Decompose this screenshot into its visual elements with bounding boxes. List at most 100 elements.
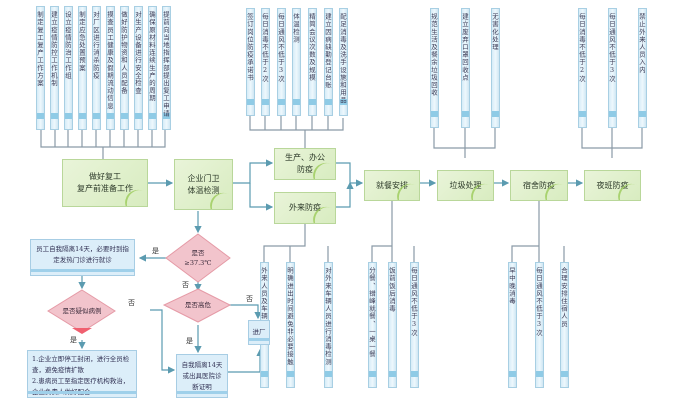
column-text: 外来人员及车辆登记: [260, 267, 268, 336]
column-band: [93, 113, 100, 119]
column-band: [536, 371, 543, 377]
column-band: [262, 99, 269, 105]
node-garbage: 垃圾处理: [437, 170, 494, 201]
info-column: 饭前饭后消毒: [388, 262, 397, 388]
node-prep: 做好复工 复产前准备工作: [62, 159, 148, 207]
info-column: 配足消毒及洗手设施和用品: [339, 8, 348, 116]
edge-label-yes-risk: 是: [186, 337, 193, 345]
info-column: 每日消毒不低于2次: [578, 8, 587, 128]
column-text: 对外来车辆人员进行消毒检测: [324, 267, 332, 366]
column-text: 建立废弃口罩回收点: [461, 13, 469, 82]
column-text: 明确进出时间避免非必要接触: [286, 267, 294, 366]
info-column: 制定应急处置预案: [78, 6, 87, 130]
column-band: [107, 113, 114, 119]
info-column: 精简会议次数及规模: [308, 8, 317, 116]
column-band: [65, 113, 72, 119]
column-band: [340, 99, 347, 105]
info-column: 确保原材料连续生产的周期: [148, 6, 157, 130]
info-column: 体温检测: [292, 8, 301, 116]
box-isolate14: 自我隔离14天或出具医院诊断证明: [176, 354, 228, 398]
info-column: 每日通风不低于3次: [535, 262, 544, 388]
info-column: 摸查员工健康及假期流动信息: [106, 6, 115, 130]
column-text: 每日消毒不低于2次: [261, 13, 269, 83]
column-text: 配足消毒及洗手设施和用品: [339, 13, 347, 105]
info-column: 签订岗位防疫承诺书: [246, 8, 255, 116]
column-text: 精简会议次数及规模: [308, 13, 316, 82]
column-band: [462, 111, 469, 117]
column-band: [287, 371, 294, 377]
column-band: [325, 371, 332, 377]
column-text: 每日通风不低于3次: [535, 267, 543, 337]
column-text: 每日通风不低于3次: [410, 267, 418, 337]
column-text: 摸查员工健康及假期流动信息: [106, 11, 114, 110]
info-column: 合理安排住宿人员: [560, 262, 569, 388]
info-column: 明确进出时间避免非必要接触: [286, 262, 295, 388]
info-column: 无害化处理: [491, 8, 500, 128]
column-text: 制定复工复产工作方案: [36, 11, 44, 87]
column-band: [247, 99, 254, 105]
info-column: 提前向当地指挥部提出复工申请: [162, 6, 171, 130]
column-text: 每日消毒不低于2次: [578, 13, 586, 83]
node-office: 生产、办公 防疫: [274, 148, 336, 180]
info-column: 每日消毒不低于2次: [261, 8, 270, 116]
info-column: 禁止外来人员入内: [638, 8, 647, 128]
column-band: [293, 99, 300, 105]
decision-temp-diamond: [165, 233, 231, 283]
column-text: 对生产设备进行安全检查: [134, 11, 142, 95]
edge-label-yes-fever: 是: [152, 247, 159, 255]
decision-suspect-marker: [72, 328, 92, 334]
column-text: 禁止外来人员入内: [638, 13, 646, 74]
column-text: 规范生活及餐余垃圾回收: [430, 13, 438, 97]
info-column: 每日通风不低于3次: [410, 262, 419, 388]
column-text: 确保原材料连续生产的周期: [148, 11, 156, 103]
column-band: [121, 113, 128, 119]
column-text: 合理安排住宿人员: [560, 267, 568, 328]
edge-label-no-fever: 否: [182, 281, 189, 289]
column-text: 制定应急处置预案: [78, 11, 86, 72]
info-column: 建立废弃口罩回收点: [461, 8, 470, 128]
decision-symptom-diamond: [162, 288, 232, 323]
column-band: [389, 371, 396, 377]
node-dorm: 宿舍防疫: [510, 170, 568, 201]
decision-temp-label: 是否 ≥37.3℃: [184, 249, 212, 267]
decision-symptom-label: 是否高危: [185, 301, 211, 309]
column-band: [561, 371, 568, 377]
decision-suspect-label: 是否疑似病例: [62, 307, 102, 315]
info-column: 对生产设备进行安全检查: [134, 6, 143, 130]
column-band: [278, 99, 285, 105]
column-text: 饭前饭后消毒: [388, 267, 396, 313]
column-band: [411, 371, 418, 377]
node-external: 外来防疫: [274, 192, 336, 224]
info-column: 设立疫情防治工作组: [64, 6, 73, 130]
column-band: [509, 371, 516, 377]
info-column: 早中晚消毒: [508, 262, 517, 388]
info-column: 每日通风不低于3次: [608, 8, 617, 128]
column-text: 分餐、错峰就餐、一桌一餐: [368, 267, 376, 359]
info-column: 每日通风不低于3次: [277, 8, 286, 116]
column-band: [492, 111, 499, 117]
column-text: 体温检测: [292, 13, 300, 44]
column-text: 设立疫情防治工作组: [64, 11, 72, 80]
column-text: 早中晚消毒: [508, 267, 516, 305]
node-dining: 就餐安排: [364, 170, 420, 201]
info-column: 制定复工复产工作方案: [36, 6, 45, 130]
column-band: [431, 111, 438, 117]
column-band: [261, 371, 268, 377]
box-measures: 1.企业立即停工封闭，进行全员检查，避免疫情扩散 2.患病员工至指定医疗机构救治…: [27, 350, 137, 398]
edge-label-no-suspect: 否: [128, 299, 135, 307]
node-shift: 夜班防疫: [584, 170, 641, 201]
column-band: [163, 113, 170, 119]
info-column: 对外来车辆人员进行消毒检测: [324, 262, 333, 388]
info-column: 分餐、错峰就餐、一桌一餐: [368, 262, 377, 388]
column-band: [609, 111, 616, 117]
column-band: [149, 113, 156, 119]
info-column: 建立疫情防控工作机制: [50, 6, 59, 130]
column-text: 签订岗位防疫承诺书: [246, 13, 254, 82]
column-text: 建立疫情防控工作机制: [50, 11, 58, 87]
column-band: [309, 99, 316, 105]
column-text: 每日通风不低于3次: [277, 13, 285, 83]
edge-label-yes-suspect: 是: [70, 336, 77, 344]
